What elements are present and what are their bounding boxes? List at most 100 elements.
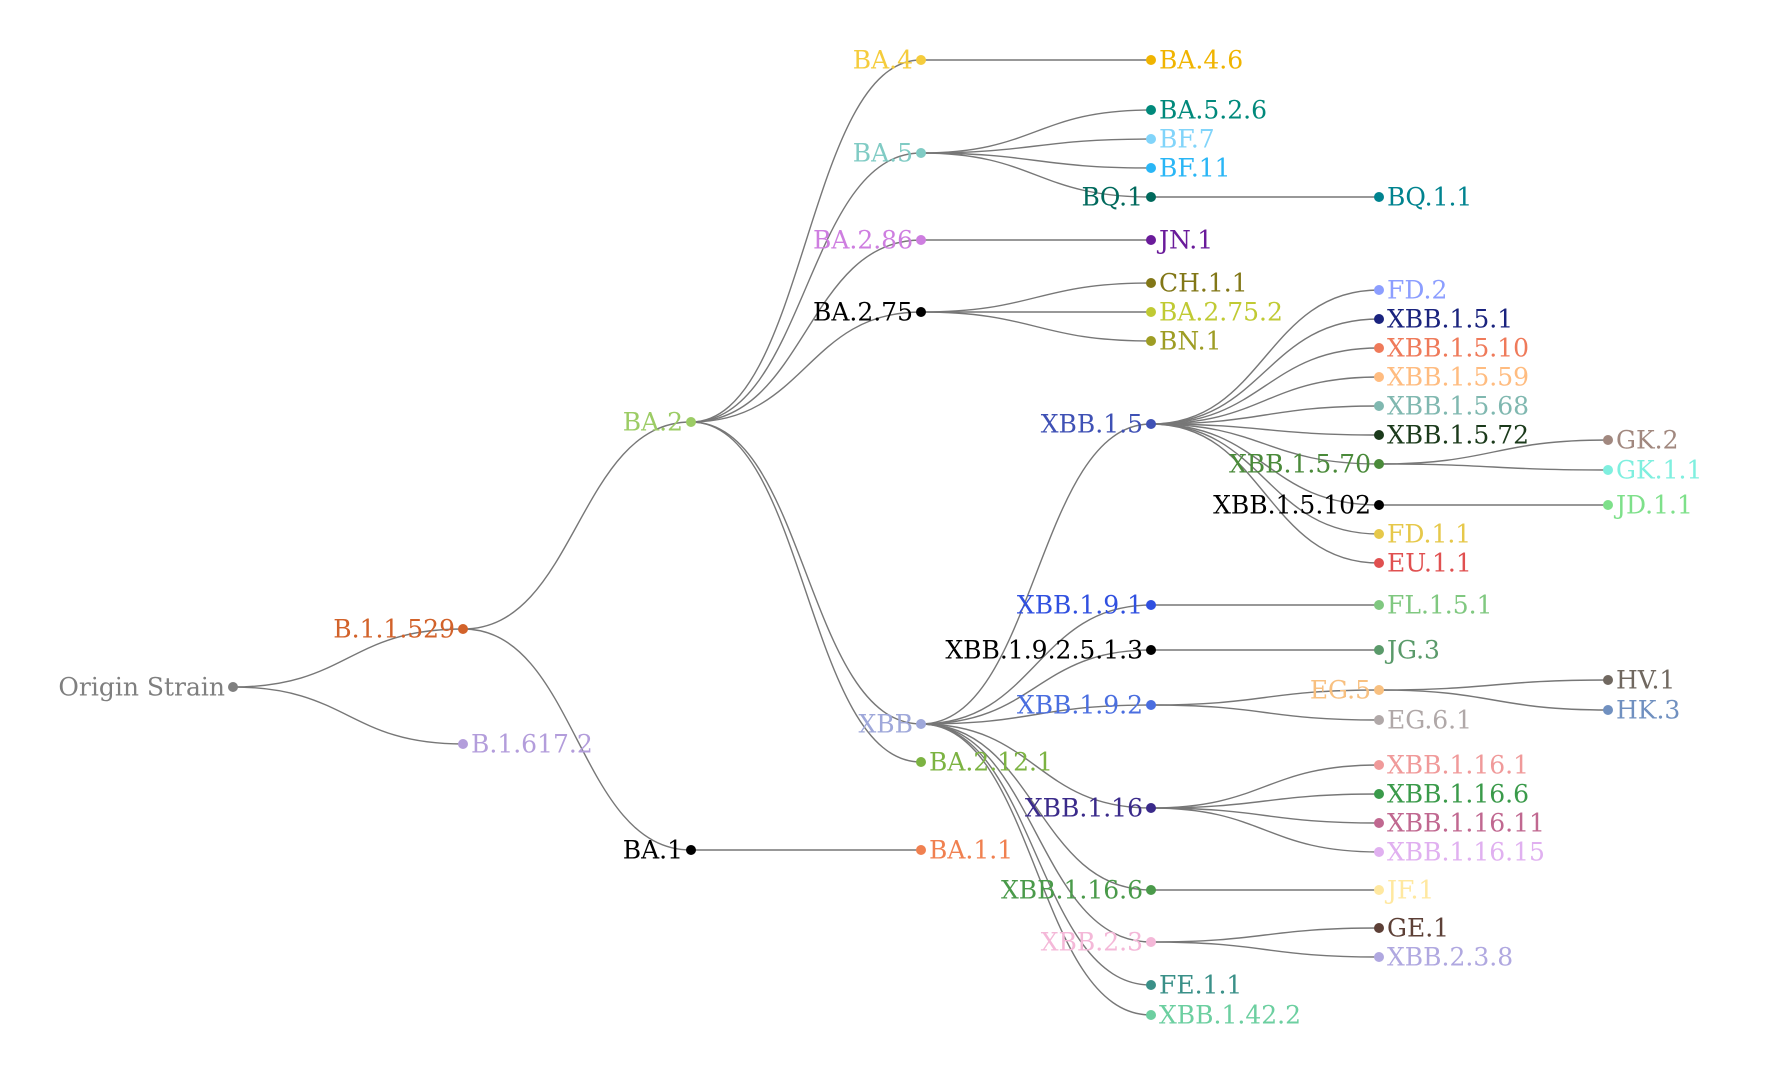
node-xbb15102[interactable]: XBB.1.5.102	[1213, 491, 1384, 520]
node-jn1[interactable]: JN.1	[1146, 226, 1213, 255]
node-dot	[1146, 980, 1156, 990]
node-label: XBB.2.3.8	[1387, 943, 1513, 972]
node-xbb1570[interactable]: XBB.1.5.70	[1229, 450, 1384, 479]
node-label: XBB.1.5.10	[1387, 334, 1529, 363]
node-ba4[interactable]: BA.4	[853, 46, 926, 75]
node-xbb1568[interactable]: XBB.1.5.68	[1374, 392, 1529, 421]
node-ge1[interactable]: GE.1	[1374, 914, 1449, 943]
node-label: XBB.1.5.59	[1387, 363, 1529, 392]
node-xbb23[interactable]: XBB.2.3	[1041, 928, 1156, 957]
node-bf7[interactable]: BF.7	[1146, 125, 1215, 154]
node-fl151[interactable]: FL.1.5.1	[1374, 591, 1493, 620]
node-xbb1559[interactable]: XBB.1.5.59	[1374, 363, 1529, 392]
node-dot	[1146, 55, 1156, 65]
node-gk11[interactable]: GK.1.1	[1603, 456, 1702, 485]
node-xbb15[interactable]: XBB.1.5	[1041, 410, 1156, 439]
node-bq1[interactable]: BQ.1	[1082, 183, 1156, 212]
node-dot	[1146, 645, 1156, 655]
node-xbb11615[interactable]: XBB.1.16.15	[1374, 838, 1545, 867]
node-label: JG.3	[1384, 636, 1440, 665]
node-ba2121[interactable]: BA.2.12.1	[916, 748, 1053, 777]
node-label: BA.2.12.1	[929, 748, 1053, 777]
node-eg61[interactable]: EG.6.1	[1374, 706, 1472, 735]
node-fd2[interactable]: FD.2	[1374, 276, 1447, 305]
node-gk2[interactable]: GK.2	[1603, 426, 1679, 455]
node-bf11[interactable]: BF.11	[1146, 154, 1231, 183]
node-label: JN.1	[1156, 226, 1213, 255]
node-b11529[interactable]: B.1.1.529	[333, 615, 468, 644]
node-fd11[interactable]: FD.1.1	[1374, 520, 1471, 549]
node-ba526[interactable]: BA.5.2.6	[1146, 96, 1267, 125]
node-ba46[interactable]: BA.4.6	[1146, 46, 1243, 75]
node-xbb116[interactable]: XBB.1.16	[1025, 794, 1156, 823]
node-dot	[1374, 500, 1384, 510]
node-xbb192[interactable]: XBB.1.9.2	[1017, 691, 1156, 720]
node-xbb1166[interactable]: XBB.1.16.6	[1374, 780, 1529, 809]
node-b16172[interactable]: B.1.617.2	[458, 730, 593, 759]
node-dot	[1146, 105, 1156, 115]
node-xbb238[interactable]: XBB.2.3.8	[1374, 943, 1513, 972]
node-label: BA.4	[853, 46, 913, 75]
node-dot	[1146, 307, 1156, 317]
edge-xbb15-fd11	[1150, 423, 1380, 535]
node-xbb1422[interactable]: XBB.1.42.2	[1146, 1001, 1301, 1030]
node-dot	[1146, 803, 1156, 813]
node-dot	[916, 845, 926, 855]
node-xbb1161[interactable]: XBB.1.16.1	[1374, 751, 1529, 780]
node-dot	[1146, 235, 1156, 245]
node-xbb[interactable]: XBB	[858, 710, 926, 739]
node-label: XBB	[858, 710, 913, 739]
node-ba275[interactable]: BA.2.75	[813, 298, 926, 327]
node-hv1[interactable]: HV.1	[1603, 666, 1675, 695]
node-dot	[1374, 529, 1384, 539]
edge-xbb-xbb116	[920, 723, 1152, 809]
node-jf1[interactable]: JF.1	[1374, 876, 1434, 905]
node-bq11[interactable]: BQ.1.1	[1374, 183, 1472, 212]
node-xbb11611[interactable]: XBB.1.16.11	[1374, 809, 1545, 838]
node-ba286[interactable]: BA.2.86	[813, 226, 926, 255]
node-xbb1510[interactable]: XBB.1.5.10	[1374, 334, 1529, 363]
node-label: B.1.1.529	[333, 615, 455, 644]
node-label: HV.1	[1616, 666, 1675, 695]
node-bn1[interactable]: BN.1	[1146, 327, 1222, 356]
node-label: BA.2	[623, 408, 683, 437]
node-ba2752[interactable]: BA.2.75.2	[1146, 298, 1283, 327]
node-ba11[interactable]: BA.1.1	[916, 836, 1013, 865]
node-label: B.1.617.2	[471, 730, 593, 759]
node-hk3[interactable]: HK.3	[1603, 696, 1680, 725]
node-jd11[interactable]: JD.1.1	[1603, 491, 1693, 520]
node-label: XBB.2.3	[1041, 928, 1143, 957]
node-xbb1166a[interactable]: XBB.1.16.6	[1001, 876, 1156, 905]
node-dot	[1146, 278, 1156, 288]
node-label: XBB.1.42.2	[1159, 1001, 1301, 1030]
node-jg3[interactable]: JG.3	[1374, 636, 1440, 665]
edge-xbb15-fd2	[1150, 289, 1380, 425]
node-ba1[interactable]: BA.1	[623, 836, 696, 865]
node-origin[interactable]: Origin Strain	[58, 673, 238, 702]
node-dot	[1374, 600, 1384, 610]
node-xbb151[interactable]: XBB.1.5.1	[1374, 305, 1513, 334]
node-dot	[1603, 435, 1613, 445]
node-ba2[interactable]: BA.2	[623, 408, 696, 437]
node-xbb1572[interactable]: XBB.1.5.72	[1374, 421, 1529, 450]
node-eu11[interactable]: EU.1.1	[1374, 549, 1472, 578]
node-ba5[interactable]: BA.5	[853, 139, 926, 168]
node-label: GE.1	[1387, 914, 1449, 943]
node-dot	[1374, 760, 1384, 770]
edge-xbb15-xbb1510	[1150, 347, 1380, 425]
node-dot	[1374, 645, 1384, 655]
node-xbb191[interactable]: XBB.1.9.1	[1017, 591, 1156, 620]
edge-xbb15-xbb1570	[1150, 423, 1380, 465]
node-label: BQ.1.1	[1387, 183, 1472, 212]
edge-origin-b11529	[232, 628, 464, 688]
edge-xbb-fe11	[920, 723, 1152, 986]
node-fe11[interactable]: FE.1.1	[1146, 971, 1242, 1000]
node-dot	[1374, 885, 1384, 895]
node-eg5[interactable]: EG.5	[1310, 676, 1384, 705]
node-label: GK.2	[1616, 426, 1679, 455]
node-xbb192513[interactable]: XBB.1.9.2.5.1.3	[945, 636, 1156, 665]
edge-eg5-hk3	[1378, 689, 1609, 711]
node-dot	[1603, 500, 1613, 510]
node-ch11[interactable]: CH.1.1	[1146, 269, 1248, 298]
